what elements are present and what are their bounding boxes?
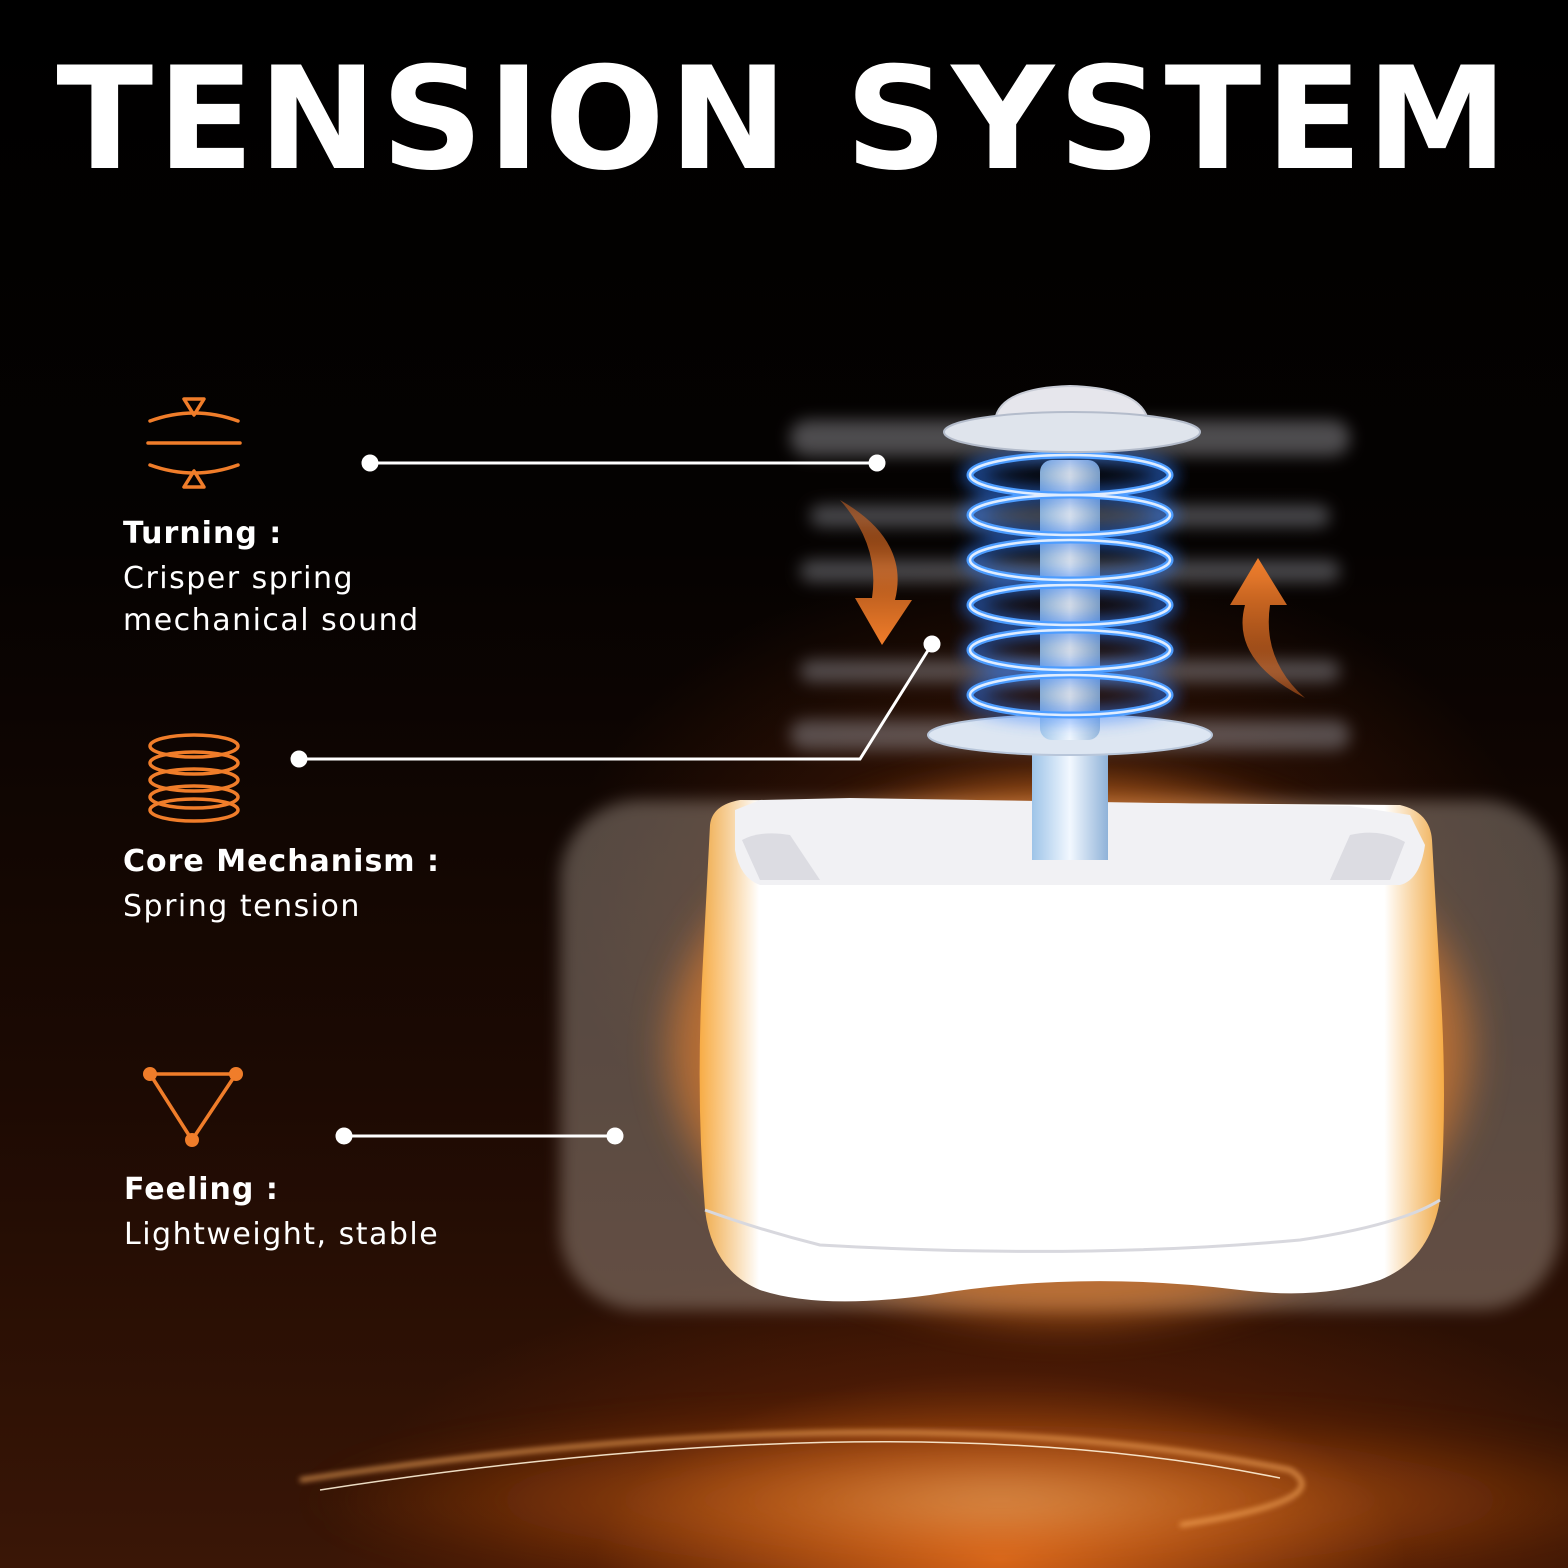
feature-desc-feeling: Lightweight, stable — [124, 1217, 440, 1252]
up-arrow-icon — [1230, 558, 1305, 698]
leader-lines — [290, 454, 941, 1145]
page-title: TENSION SYSTEM — [56, 37, 1512, 202]
light-streak-core — [319, 1441, 1281, 1491]
light-streak — [299, 1430, 1304, 1527]
compress-arrows-icon — [146, 397, 242, 489]
spring-coil — [962, 447, 1178, 723]
spring-top-cap — [943, 384, 1201, 453]
triangle-nodes-icon — [143, 1067, 243, 1147]
feature-title-core-mechanism: Core Mechanism : — [123, 844, 440, 879]
feature-desc-turning-line2: mechanical sound — [123, 603, 420, 638]
stem — [1032, 740, 1108, 860]
down-arrow-icon — [840, 500, 912, 645]
feature-desc-core-mechanism: Spring tension — [123, 889, 361, 924]
coil-spring-icon — [148, 733, 240, 823]
feature-title-turning: Turning : — [123, 516, 283, 551]
feature-title-feeling: Feeling : — [124, 1172, 279, 1207]
feature-desc-turning-line1: Crisper spring — [123, 561, 355, 596]
floor-glow — [300, 1410, 1568, 1568]
keycap — [699, 798, 1444, 1302]
